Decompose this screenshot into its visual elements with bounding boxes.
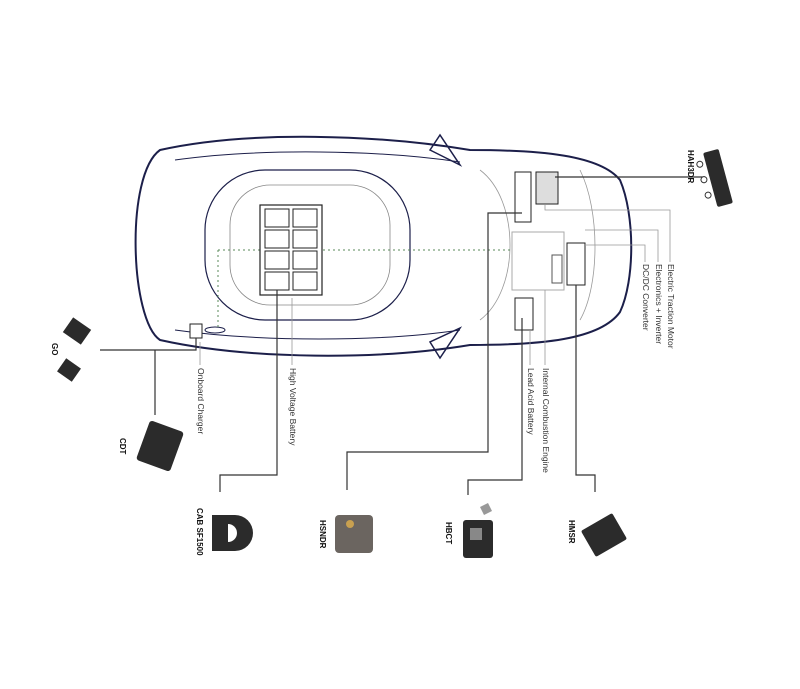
car-outline <box>134 133 633 360</box>
hah3dr-image <box>696 149 733 207</box>
thin-lines <box>199 205 671 365</box>
dcdc-box <box>566 242 586 286</box>
product-label-cab-sf1500: CAB SF1500 <box>195 508 204 556</box>
product-label-go: GO <box>50 343 59 356</box>
label-internal-combustion-engine: Internal Combustion Engine <box>541 368 551 473</box>
product-images <box>57 149 733 558</box>
label-electric-traction-motor: Electric Traction Motor <box>666 264 676 349</box>
label-electronics-inverter: Electronics + Inverter <box>654 264 664 345</box>
product-label-hsndr: HSNDR <box>318 520 327 549</box>
cdt-image <box>136 420 184 472</box>
product-label-hbct: HBCT <box>444 522 453 545</box>
motor-box <box>514 171 532 223</box>
hsndr-image <box>335 515 373 553</box>
product-label-hah3dr: HAH3DR <box>686 150 695 184</box>
high-voltage-battery-pack <box>259 204 323 296</box>
go-image <box>57 317 92 382</box>
hv-dotted-line <box>217 249 510 330</box>
hbct-image <box>463 503 493 558</box>
label-dcdc-converter: DC/DC Converter <box>641 264 651 331</box>
components <box>189 171 586 339</box>
product-label-cdt: CDT <box>118 438 127 455</box>
lead-acid-box <box>514 297 534 331</box>
engine-module <box>551 254 563 284</box>
traction-motor-box <box>535 171 559 205</box>
label-onboard-charger: Onboard Charger <box>196 368 206 435</box>
cab-image <box>212 515 253 551</box>
onboard-charger-box <box>189 323 203 339</box>
label-high-voltage-battery: High Voltage Battery <box>288 368 298 446</box>
leader-lines <box>100 176 705 495</box>
product-label-hmsr: HMSR <box>567 520 576 544</box>
hmsr-image <box>581 513 627 557</box>
label-lead-acid-battery: Lead Acid Battery <box>526 368 536 435</box>
